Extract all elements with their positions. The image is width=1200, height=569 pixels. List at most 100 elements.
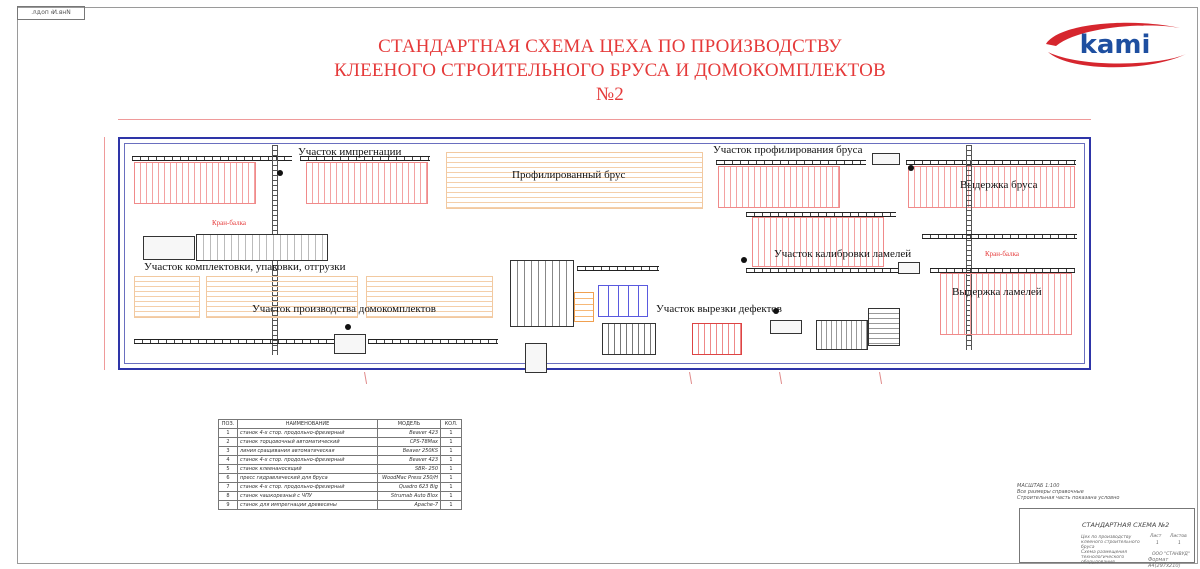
gate-machine bbox=[525, 343, 547, 373]
zone-packing: Участок комплектовки, упаковки, отгрузки bbox=[144, 261, 346, 273]
title-block-sheet-label: Лист bbox=[1150, 534, 1162, 539]
title-line-3: №2 bbox=[595, 84, 625, 105]
conveyor bbox=[132, 156, 292, 161]
table-row: 9 станок для импрегнации древесины Apach… bbox=[218, 500, 462, 510]
sensor-marker bbox=[345, 324, 351, 330]
cell-name: станок торцовочный автоматический bbox=[237, 437, 378, 447]
table-row: 5 станок клеенаносящий SBR- 250 1 bbox=[218, 464, 462, 474]
note-scale: МАСШТАБ 1:100 bbox=[1017, 483, 1060, 489]
cell-model: Quadro 623 Big bbox=[377, 482, 441, 492]
title-block-sheets-label: Листов bbox=[1170, 534, 1187, 539]
drawing-frame bbox=[17, 7, 1198, 564]
cell-name: пресс гидравлический для бруса bbox=[237, 473, 378, 483]
zone-lamella-calibration: Участок калибровки ламелей bbox=[774, 248, 912, 260]
machine-cnc bbox=[334, 334, 366, 354]
format-label: Формат A4(297x210) bbox=[1148, 557, 1181, 569]
press-machine bbox=[510, 260, 574, 327]
sensor-marker bbox=[773, 308, 779, 314]
kami-logo: kami bbox=[1046, 22, 1186, 68]
title-block-layout: Схема размещения технологического оборуд… bbox=[1081, 550, 1127, 565]
cell-qty: 1 bbox=[440, 428, 462, 438]
table-row: 7 станок 4-х стор. продольно-фрезерный Q… bbox=[218, 482, 462, 492]
machine-calibration bbox=[898, 262, 920, 274]
logo-swoosh-top bbox=[1046, 22, 1180, 46]
table-row: 6 пресс гидравлический для бруса WoodMac… bbox=[218, 473, 462, 483]
zone-defect-cutting: Участок вырезки дефектов bbox=[656, 303, 782, 315]
workshop-outer-wall bbox=[118, 137, 1091, 370]
cell-qty: 1 bbox=[440, 455, 462, 465]
cutting-table bbox=[692, 323, 742, 355]
zone-impregnation: Участок импрегнации bbox=[298, 146, 402, 158]
storage-rack bbox=[908, 166, 1075, 208]
conveyor bbox=[716, 160, 866, 165]
title-block bbox=[1019, 508, 1195, 563]
finger-joint-line bbox=[602, 323, 656, 355]
house-kit-stack bbox=[206, 276, 358, 318]
zone-house-kits: Участок производства домокомплектов bbox=[252, 303, 436, 315]
cell-qty: 1 bbox=[440, 437, 462, 447]
cell-model: SBR- 250 bbox=[377, 464, 441, 474]
cell-pos: 4 bbox=[218, 455, 238, 465]
cell-name: станок 4-х стор. продольно-фрезерный bbox=[237, 455, 378, 465]
title-block-object: Цех по производству клееного строительно… bbox=[1081, 535, 1140, 550]
table-row: 2 станок торцовочный автоматический CPS-… bbox=[218, 437, 462, 447]
lamella-aging-rack bbox=[940, 273, 1072, 335]
title-line-2: КЛЕЕНОГО СТРОИТЕЛЬНОГО БРУСА И ДОМОКОМПЛ… bbox=[334, 60, 886, 81]
cell-pos: 1 bbox=[218, 428, 238, 438]
conveyor bbox=[746, 268, 916, 273]
conveyor bbox=[922, 234, 1077, 239]
cell-model: Beaver 423 bbox=[377, 428, 441, 438]
logo-swoosh-bottom bbox=[1048, 52, 1186, 68]
glue-stack bbox=[574, 292, 594, 322]
cell-name: станок 4-х стор. продольно-фрезерный bbox=[237, 482, 378, 492]
cell-qty: 1 bbox=[440, 491, 462, 501]
cell-pos: 6 bbox=[218, 473, 238, 483]
crane-rail bbox=[966, 145, 972, 350]
conveyor bbox=[368, 339, 498, 344]
cell-pos: 3 bbox=[218, 446, 238, 456]
dimension-line-top bbox=[118, 119, 1091, 120]
title-block-company: ООО "СТАНВУД" bbox=[1152, 552, 1190, 557]
house-kit-stack bbox=[134, 276, 200, 318]
sensor-marker bbox=[741, 257, 747, 263]
cell-pos: 7 bbox=[218, 482, 238, 492]
title-block-name: СТАНДАРТНАЯ СХЕМА №2 bbox=[1082, 521, 1170, 529]
house-kit-stack bbox=[366, 276, 493, 318]
storage-rack bbox=[718, 166, 840, 208]
sensor-marker bbox=[908, 165, 914, 171]
conveyor bbox=[746, 212, 896, 217]
corner-stamp: Инв.№ подл. bbox=[17, 6, 85, 20]
profiled-timber-stack bbox=[446, 152, 703, 209]
cell-model: Beaver 250KS bbox=[377, 446, 441, 456]
cell-qty: 1 bbox=[440, 446, 462, 456]
sensor-marker bbox=[277, 170, 283, 176]
table-row: 1 станок 4-х стор. продольно-фрезерный B… bbox=[218, 428, 462, 438]
cell-model: Strumab Auto Blox bbox=[377, 491, 441, 501]
cell-name: станок чашкорезный с ЧПУ bbox=[237, 491, 378, 501]
col-header-name: НАИМЕНОВАНИЕ bbox=[237, 419, 378, 429]
col-header-qty: КОЛ. bbox=[440, 419, 462, 429]
table-header-row: ПОЗ. НАИМЕНОВАНИЕ МОДЕЛЬ КОЛ. bbox=[218, 419, 462, 429]
cell-pos: 9 bbox=[218, 500, 238, 510]
lamella-rack bbox=[752, 217, 884, 267]
col-header-model: МОДЕЛЬ bbox=[377, 419, 441, 429]
cell-model: WoodMac Press 250/H bbox=[377, 473, 441, 483]
cell-name: линия сращивания автоматическая bbox=[237, 446, 378, 456]
note-dimensions: Все размеры справочные bbox=[1017, 489, 1084, 495]
table-row: 4 станок 4-х стор. продольно-фрезерный B… bbox=[218, 455, 462, 465]
table-row: 3 линия сращивания автоматическая Beaver… bbox=[218, 446, 462, 456]
cell-qty: 1 bbox=[440, 482, 462, 492]
crane-beam-label-left: Кран-балка bbox=[212, 219, 246, 227]
lamella-lift bbox=[868, 308, 900, 346]
workshop-inner-wall bbox=[124, 143, 1085, 364]
conveyor bbox=[134, 339, 334, 344]
cell-qty: 1 bbox=[440, 500, 462, 510]
cell-model: CPS-78Max bbox=[377, 437, 441, 447]
machine-profiling bbox=[872, 153, 900, 165]
cell-name: станок клеенаносящий bbox=[237, 464, 378, 474]
cell-name: станок для импрегнации древесины bbox=[237, 500, 378, 510]
dimension-line-left bbox=[104, 137, 105, 370]
zone-timber-aging: Выдержка бруса bbox=[960, 179, 1038, 191]
title-line-1: СТАНДАРТНАЯ СХЕМА ЦЕХА ПО ПРОИЗВОДСТВУ bbox=[378, 36, 842, 57]
lamella-loader bbox=[816, 320, 868, 350]
